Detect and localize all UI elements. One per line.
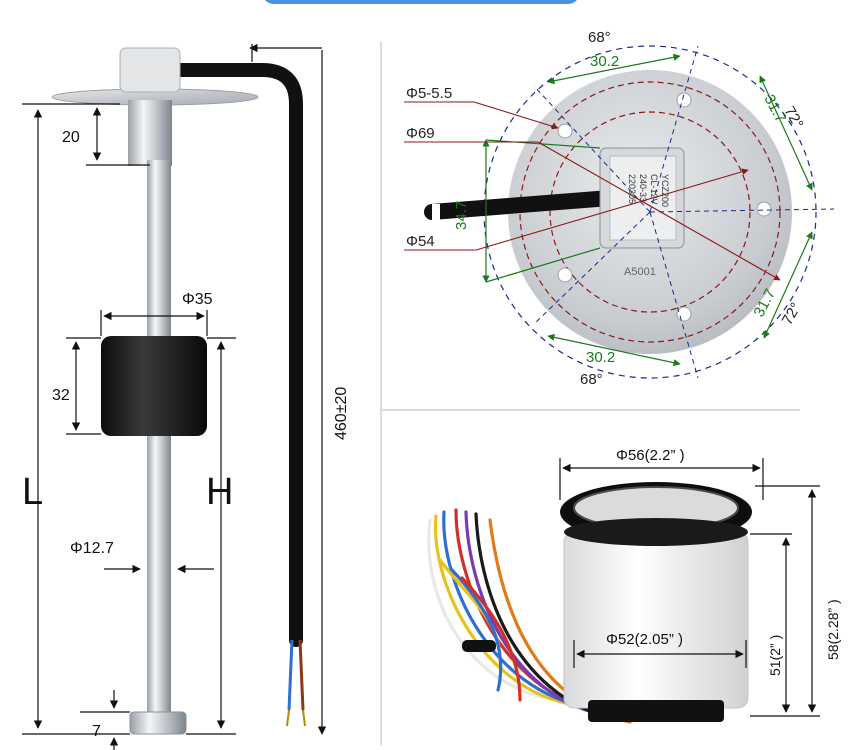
block-label-3: 240-33	[638, 174, 648, 202]
label-flange-thickness: 20	[62, 129, 80, 146]
label-gauge-outer-dia: Φ56(2.2” )	[616, 447, 685, 464]
wire-tie	[462, 640, 496, 652]
label-gauge-body-height: 51(2” )	[767, 635, 783, 676]
wire-brown	[298, 639, 305, 711]
sensor-cable	[171, 63, 303, 647]
sensor-rod	[147, 160, 171, 720]
block-label-2: CL-12V	[649, 174, 659, 205]
sensor-float	[101, 336, 207, 436]
label-bottom-gap: 7	[92, 723, 101, 740]
gauge-wire-white	[427, 518, 562, 702]
inner-circle	[549, 111, 751, 313]
gauge-body	[563, 531, 749, 709]
mount-hole	[676, 92, 692, 108]
label-chord-right-top: 31.7	[760, 92, 789, 126]
gauge-wire-yellow	[433, 514, 577, 707]
label-angle-right-bottom: 72°	[779, 300, 805, 328]
label-float-diameter: Φ35	[182, 291, 213, 308]
mount-hole	[557, 267, 573, 283]
label-length-L: L	[22, 471, 43, 513]
block-label-4: 220305	[627, 174, 637, 204]
mount-hole	[756, 201, 772, 217]
label-bolt-circle: Φ69	[406, 125, 435, 142]
flange-part-mark: A5001	[624, 266, 656, 278]
mount-hole	[676, 306, 692, 322]
level-sensor: 20 Φ35 32 L H Φ12.7 7 460±20	[22, 43, 350, 750]
label-cable-length: 460±20	[333, 387, 350, 440]
block-label-1: YCZ200	[660, 174, 670, 207]
mount-hole	[557, 123, 573, 139]
label-gauge-total-height: 58(2.28” )	[825, 599, 841, 660]
top-banner	[265, 0, 577, 4]
sensor-head	[119, 47, 181, 93]
label-inner-diameter: Φ54	[406, 233, 435, 250]
flange-mounting-diagram: YCZ200 CL-12V 240-33 220305 A5001	[404, 29, 835, 388]
gauge-diagram: Φ56(2.2” ) Φ52(2.05” ) 51(2” ) 58(2.28” …	[427, 447, 841, 724]
gauge-wire-blue	[442, 510, 592, 710]
label-float-height: 32	[52, 387, 70, 404]
label-gauge-inner-dia: Φ52(2.05” )	[606, 631, 683, 648]
label-tube-diameter: Φ12.7	[70, 540, 114, 557]
label-flange-height: 34.7	[453, 201, 470, 230]
label-chord-bottom: 30.2	[586, 349, 615, 366]
label-angle-top: 68°	[588, 29, 611, 46]
label-length-H: H	[206, 471, 233, 513]
sensor-end-cap	[129, 711, 187, 735]
flange-cable	[424, 190, 618, 220]
label-chord-top: 30.2	[590, 53, 619, 70]
label-angle-bottom: 68°	[580, 371, 603, 388]
wire-blue	[287, 639, 294, 711]
label-hole-diameter: Φ5-5.5	[406, 85, 452, 102]
